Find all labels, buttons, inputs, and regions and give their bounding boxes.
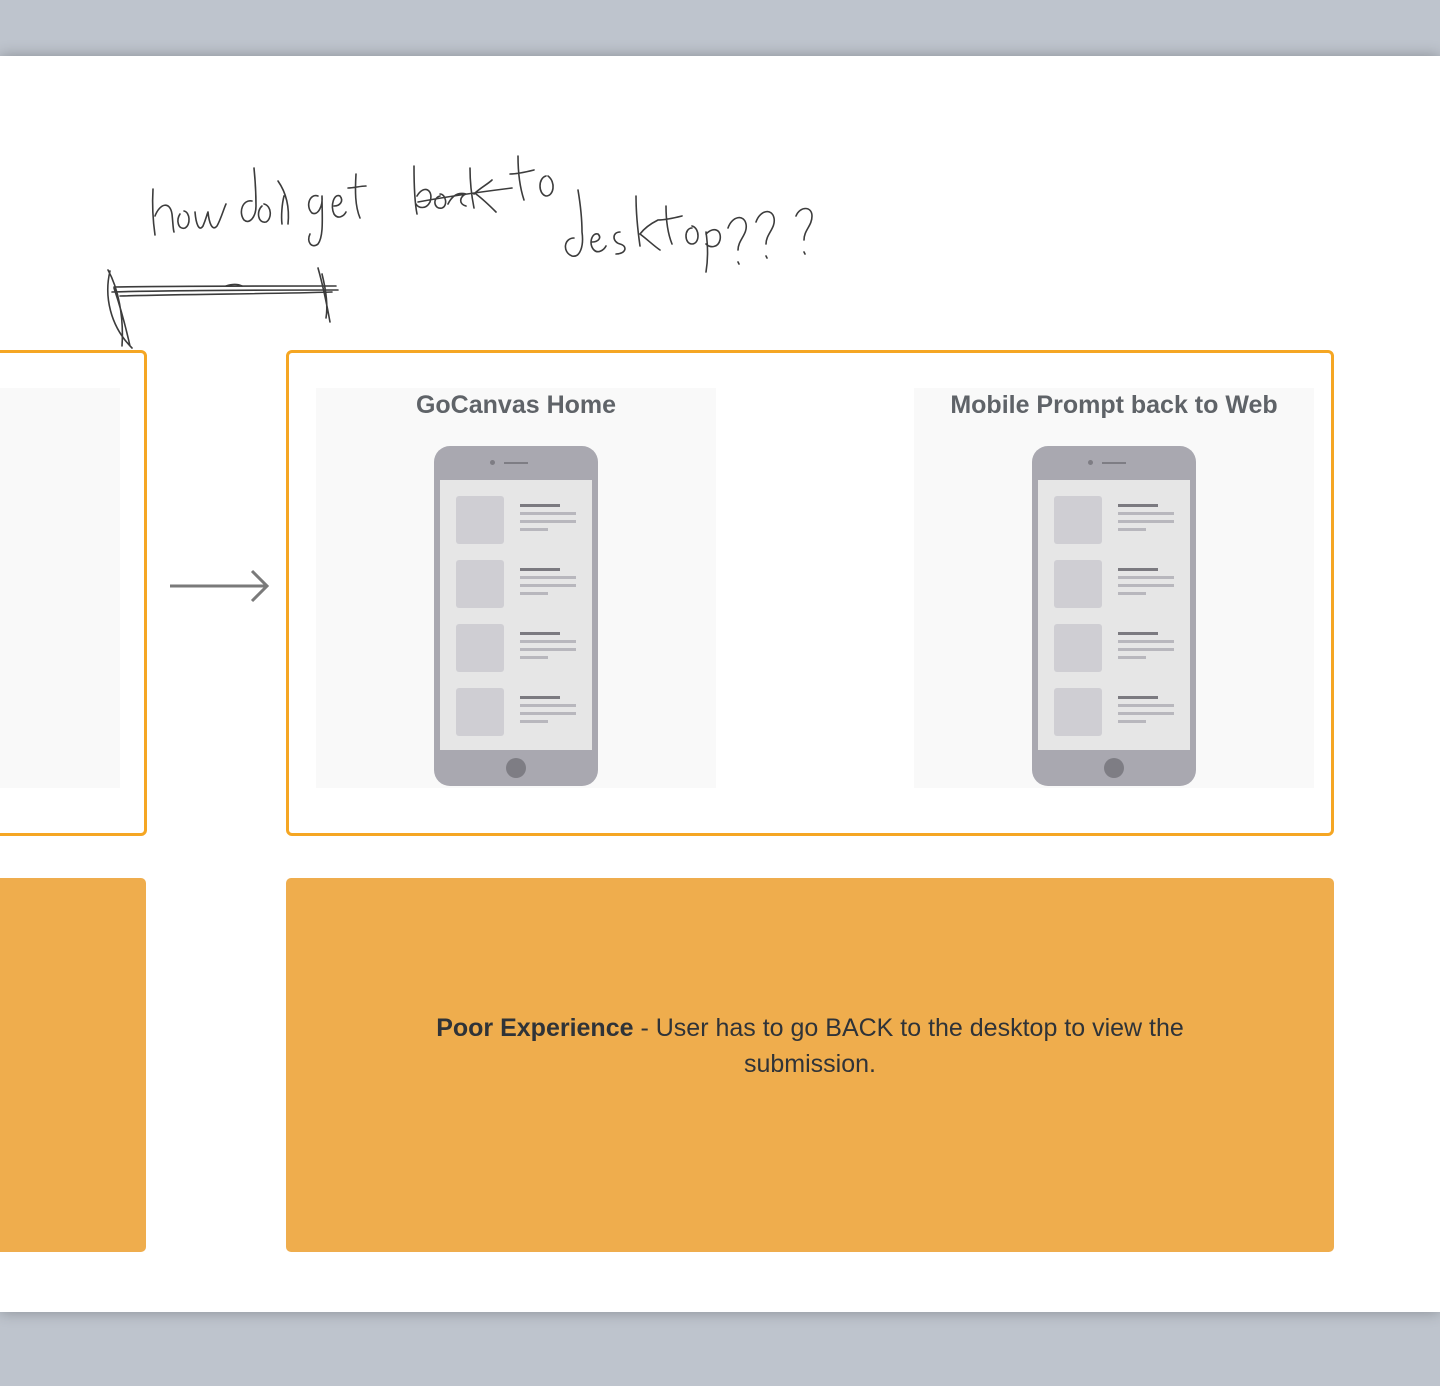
list-item bbox=[456, 560, 586, 608]
phone-camera bbox=[490, 460, 495, 465]
screen-title: Mobile Prompt back to Web bbox=[950, 391, 1278, 419]
sticky-note-previous[interactable] bbox=[0, 878, 146, 1252]
flow-step-frame-previous[interactable] bbox=[0, 350, 147, 836]
list-item bbox=[456, 624, 586, 672]
sticky-note[interactable]: Poor Experience - User has to go BACK to… bbox=[286, 878, 1334, 1252]
list-item bbox=[1054, 560, 1184, 608]
screen-title: GoCanvas Home bbox=[415, 391, 617, 419]
phone-mockup bbox=[1032, 446, 1196, 786]
list-item bbox=[456, 496, 586, 544]
phone-home-button bbox=[1104, 758, 1124, 778]
phone-home-button bbox=[506, 758, 526, 778]
list-item bbox=[1054, 688, 1184, 736]
list-item bbox=[1054, 496, 1184, 544]
list-item-thumbnail bbox=[1054, 496, 1102, 544]
screen-panel-gocanvas-home: GoCanvas Home bbox=[316, 388, 716, 788]
list-item-thumbnail bbox=[456, 624, 504, 672]
list-item-thumbnail bbox=[1054, 688, 1102, 736]
screen-panel-mobile-prompt: Mobile Prompt back to Web bbox=[914, 388, 1314, 788]
phone-camera bbox=[1088, 460, 1093, 465]
list-item-thumbnail bbox=[456, 560, 504, 608]
list-item-thumbnail bbox=[1054, 624, 1102, 672]
note-bold-label: Poor Experience bbox=[436, 1014, 634, 1042]
note-description: - User has to go BACK to the desktop to … bbox=[633, 1014, 1184, 1078]
handwritten-annotation[interactable] bbox=[0, 56, 900, 356]
screen-panel-previous bbox=[0, 388, 120, 788]
whiteboard-canvas: GoCanvas Home bbox=[0, 56, 1440, 1312]
list-item bbox=[1054, 624, 1184, 672]
list-item bbox=[456, 688, 586, 736]
list-item-thumbnail bbox=[456, 688, 504, 736]
phone-screen bbox=[440, 480, 592, 750]
phone-screen bbox=[1038, 480, 1190, 750]
list-item-thumbnail bbox=[456, 496, 504, 544]
flow-step-frame[interactable]: GoCanvas Home bbox=[286, 350, 1334, 836]
arrow-right-icon bbox=[170, 569, 270, 603]
list-item-thumbnail bbox=[1054, 560, 1102, 608]
phone-speaker bbox=[504, 462, 528, 464]
phone-mockup bbox=[434, 446, 598, 786]
phone-speaker bbox=[1102, 462, 1126, 464]
note-text: Poor Experience - User has to go BACK to… bbox=[416, 1010, 1204, 1082]
